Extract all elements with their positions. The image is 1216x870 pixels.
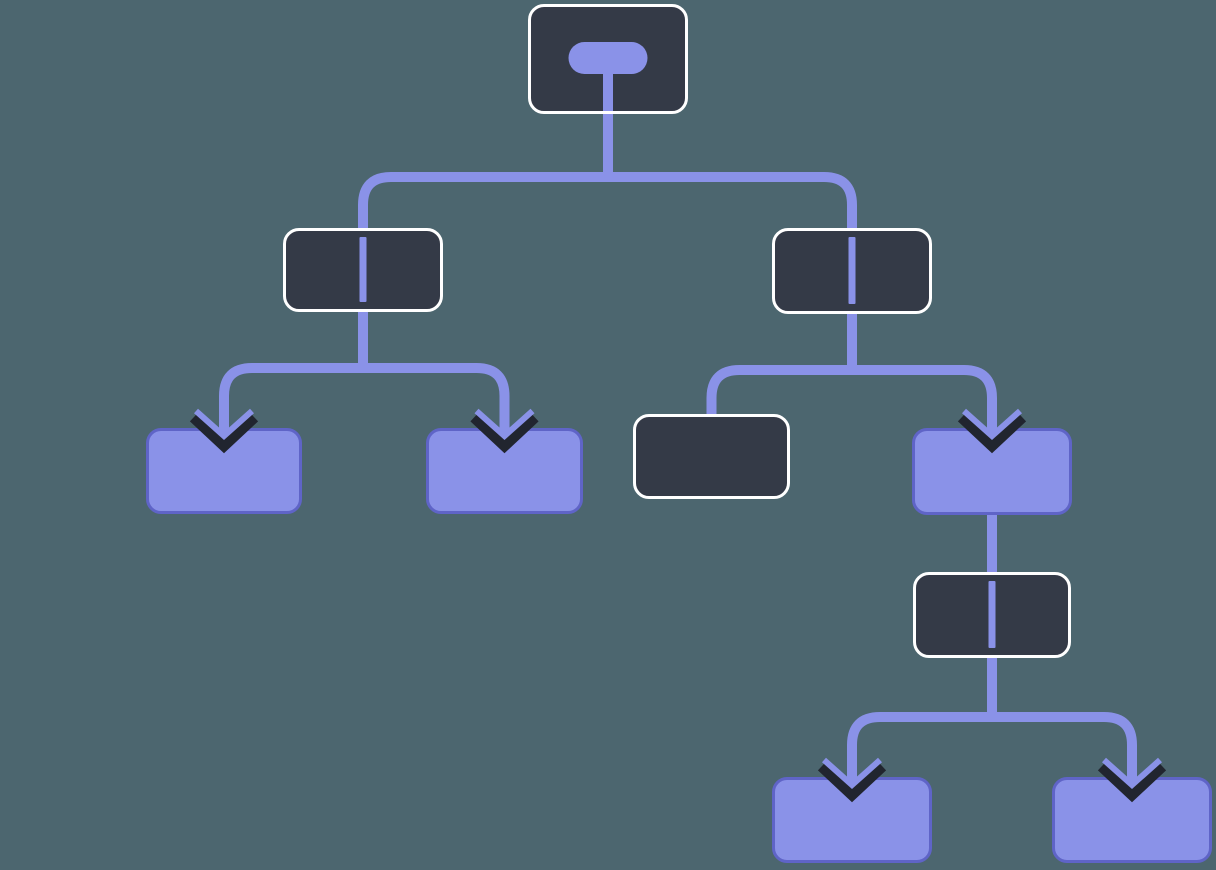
tree-node-branch-lower (913, 572, 1071, 658)
connector-root-branch-left (358, 172, 608, 228)
vertical-line-icon (848, 237, 856, 304)
tree-node-root (528, 4, 688, 114)
tree-node-leaf-4 (772, 777, 932, 863)
pill-stem-icon (568, 42, 648, 74)
tree-node-node-plain (633, 414, 790, 499)
tree-node-branch-left (283, 228, 443, 312)
connector-branch-lower-leaf-4 (847, 712, 992, 785)
connector-root-branch-right (608, 172, 857, 228)
connector-branch-left-leaf-1 (219, 363, 363, 436)
tree-node-leaf-3 (912, 428, 1072, 515)
tree-node-leaf-5 (1052, 777, 1212, 863)
vertical-line-icon (988, 581, 996, 648)
tree-node-leaf-1 (146, 428, 302, 514)
connector-branch-right-leaf-3 (852, 365, 997, 436)
connector-branch-right-node-plain (706, 365, 852, 414)
vertical-line-icon (359, 237, 367, 302)
tree-node-branch-right (772, 228, 932, 314)
tree-node-leaf-2 (426, 428, 583, 514)
connector-branch-lower-leaf-5 (992, 712, 1137, 785)
connector-branch-left-leaf-2 (363, 363, 510, 436)
pill-stem-icon-stem (603, 71, 613, 111)
